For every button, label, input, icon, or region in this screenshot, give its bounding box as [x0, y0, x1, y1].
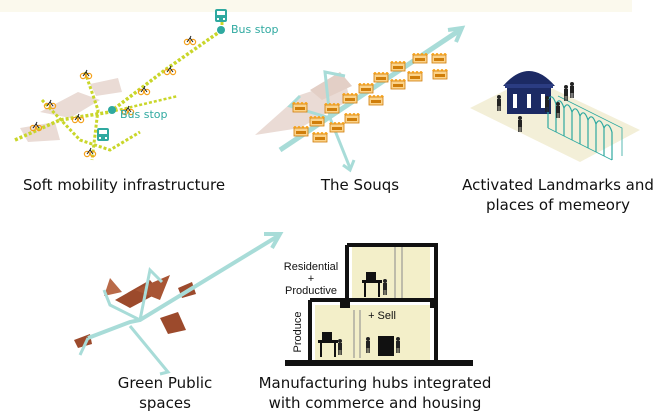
label-produce: Produce	[292, 311, 304, 353]
bus-stop-label-top: Bus stop	[231, 23, 279, 36]
mobility-map	[14, 9, 227, 161]
caption-green-line1: Green Public	[117, 374, 213, 392]
caption-souqs: The Souqs	[320, 176, 400, 194]
souqs-map	[255, 25, 466, 173]
manufacturing-building	[285, 243, 473, 366]
caption-green-line2: spaces	[139, 394, 191, 412]
caption-manufacturing-line2: with commerce and housing	[268, 394, 482, 412]
bus-icon	[97, 128, 109, 141]
workbench	[318, 332, 338, 357]
green-spaces-map	[74, 232, 284, 376]
bus-stop-marker	[217, 26, 225, 34]
caption-landmarks-line1: Activated Landmarks and	[462, 176, 654, 194]
label-plus: +	[307, 273, 315, 285]
caption-landmarks-line2: places of memeory	[485, 196, 631, 214]
label-sell: + Sell	[368, 310, 396, 322]
label-residential: Residential	[283, 261, 339, 273]
bus-stop-label-middle: Bus stop	[120, 108, 168, 121]
bus-icon	[215, 9, 227, 22]
bus-stop-marker	[108, 106, 116, 114]
landmark-scene	[470, 71, 640, 162]
label-productive: Productive	[285, 285, 337, 297]
caption-manufacturing-line1: Manufacturing hubs integrated	[258, 374, 492, 392]
dome-building-icon	[503, 71, 555, 114]
workbench	[362, 272, 382, 297]
arcade-structure	[547, 95, 623, 161]
top-band	[0, 0, 632, 12]
caption-soft-mobility: Soft mobility infrastructure	[22, 176, 226, 194]
